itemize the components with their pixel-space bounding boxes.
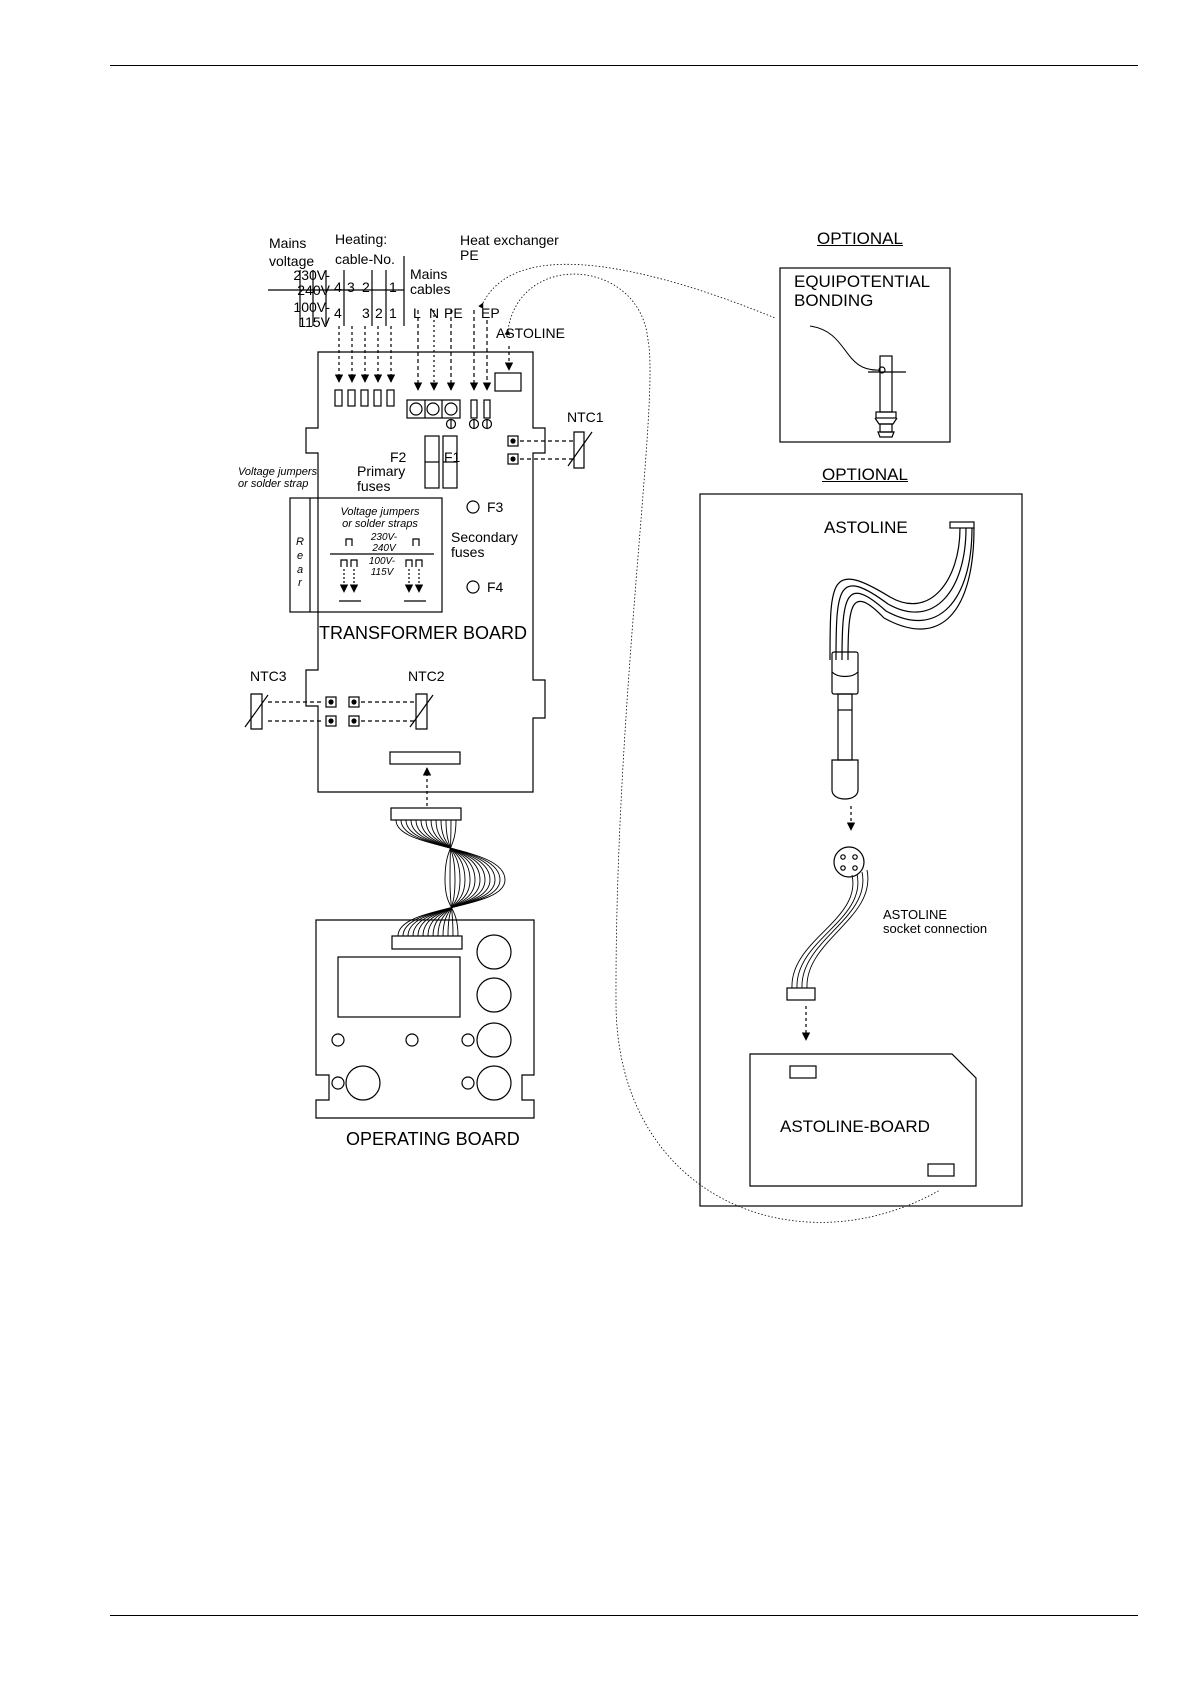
voltage-230-label: 230V-240V bbox=[293, 267, 330, 299]
astoline-title: ASTOLINE bbox=[824, 518, 908, 537]
operating-board-label: OPERATING BOARD bbox=[346, 1129, 520, 1149]
astoline-socket-label: ASTOLINE bbox=[496, 325, 565, 341]
ntc1-label: NTC1 bbox=[567, 409, 604, 425]
cable-no-100-1: 1 bbox=[389, 305, 397, 321]
terminal-pe: PE bbox=[444, 305, 463, 321]
transformer-board-outline bbox=[305, 351, 546, 793]
inset-100-label: 100V-115V bbox=[368, 556, 396, 578]
cable-no-230-3: 3 bbox=[347, 279, 355, 295]
optional-bottom-label: OPTIONAL bbox=[822, 465, 908, 484]
mains-cable-arrows bbox=[413, 310, 514, 391]
cable-no-100-2: 2 bbox=[375, 305, 383, 321]
operating-board-outline bbox=[315, 919, 535, 1119]
terminal-n: N bbox=[429, 305, 440, 321]
transformer-board-label: TRANSFORMER BOARD bbox=[319, 623, 528, 643]
cable-no-100-3: 3 bbox=[362, 305, 370, 321]
top-rule bbox=[110, 65, 1138, 66]
f3-label: F3 bbox=[487, 499, 504, 515]
ntc2-label: NTC2 bbox=[408, 668, 445, 684]
terminal-l: L bbox=[413, 305, 421, 321]
optional-top-label: OPTIONAL bbox=[817, 229, 903, 248]
terminal-ep: EP bbox=[481, 305, 500, 321]
cable-no-230-2: 2 bbox=[362, 279, 370, 295]
astoline-board-label: ASTOLINE-BOARD bbox=[780, 1117, 930, 1136]
ntc3-label: NTC3 bbox=[250, 668, 287, 684]
f2-label: F2 bbox=[390, 449, 407, 465]
cable-table bbox=[268, 256, 405, 326]
inset-230-label: 230V-240V bbox=[370, 532, 398, 554]
heating-label: Heating:cable-No. bbox=[335, 231, 395, 268]
heating-cable-arrows bbox=[334, 326, 396, 383]
cable-no-230-4: 4 bbox=[334, 279, 342, 295]
cable-no-230-1: 1 bbox=[389, 279, 397, 295]
bottom-rule bbox=[110, 1615, 1138, 1616]
voltage-100-label: 100V-115V bbox=[293, 299, 330, 331]
cable-no-100-4: 4 bbox=[334, 305, 342, 321]
f1-label: F1 bbox=[444, 449, 461, 465]
f4-label: F4 bbox=[487, 579, 504, 595]
